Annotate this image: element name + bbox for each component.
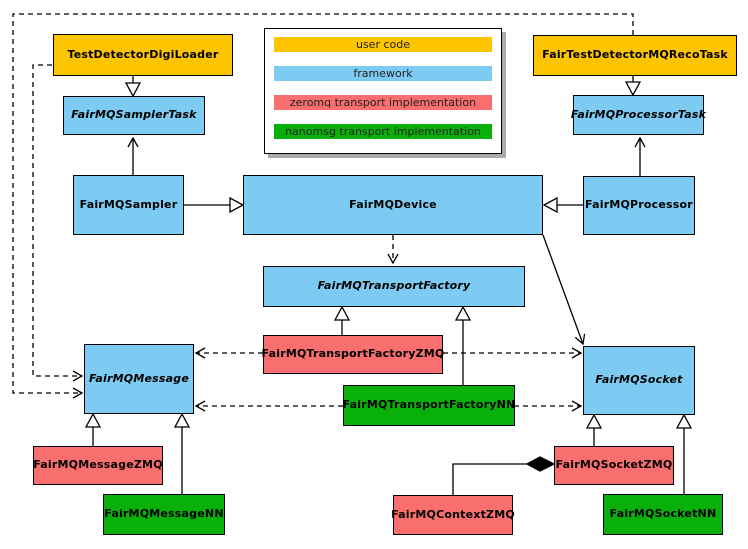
edge-recotask-processortask-generalization [624, 76, 642, 97]
node-fairmq-device: FairMQDevice [243, 175, 543, 235]
legend-item-framework: framework [274, 66, 492, 81]
edge-factorynn-factory-generalization [454, 305, 472, 385]
node-fairmq-transport-factory: FairMQTransportFactory [263, 266, 525, 307]
node-fairmq-context-zmq: FairMQContextZMQ [391, 495, 515, 535]
legend-item-nanomsg: nanomsg transport implementation [274, 124, 492, 139]
node-fairmq-transport-factory-nn: FairMQTransportFactoryNN [343, 385, 515, 426]
node-fairmq-processor: FairMQProcessor [583, 176, 695, 235]
node-test-detector-digi-loader: TestDetectorDigiLoader [53, 34, 233, 76]
node-fairmq-transport-factory-zmq: FairMQTransportFactoryZMQ [262, 335, 444, 374]
node-fairmq-message-nn: FairMQMessageNN [103, 494, 225, 535]
node-fairmq-socket-zmq: FairMQSocketZMQ [554, 446, 674, 485]
node-fairmq-message-zmq: FairMQMessageZMQ [33, 446, 163, 485]
edge-messagezmq-message-generalization [84, 412, 102, 446]
node-fairmq-socket-nn: FairMQSocketNN [603, 494, 723, 535]
edge-socketzmq-contextzmq-composition [452, 456, 556, 495]
edge-messagenn-message-generalization [173, 412, 191, 494]
legend-item-zeromq: zeromq transport implementation [274, 95, 492, 110]
node-fairmq-processor-task: FairMQProcessorTask [571, 95, 706, 135]
node-fairmq-socket: FairMQSocket [583, 346, 695, 415]
legend-item-user-code: user code [274, 37, 492, 52]
edge-factoryzmq-factory-generalization [333, 305, 351, 335]
edge-digiloader-samplertask-generalization [124, 76, 142, 98]
edge-sampler-device-generalization [184, 196, 245, 214]
legend: user code framework zeromq transport imp… [264, 28, 502, 154]
node-fairmq-message: FairMQMessage [84, 344, 194, 414]
edge-socketzmq-socket-generalization [585, 413, 603, 446]
node-fair-test-detector-mq-reco-task: FairTestDetectorMQRecoTask [533, 35, 737, 76]
edge-device-socket-association [542, 234, 586, 346]
edge-processor-device-generalization [542, 196, 583, 214]
node-fairmq-sampler-task: FairMQSamplerTask [63, 96, 205, 135]
node-fairmq-sampler: FairMQSampler [73, 175, 184, 235]
edge-socketnn-socket-generalization [675, 413, 693, 494]
